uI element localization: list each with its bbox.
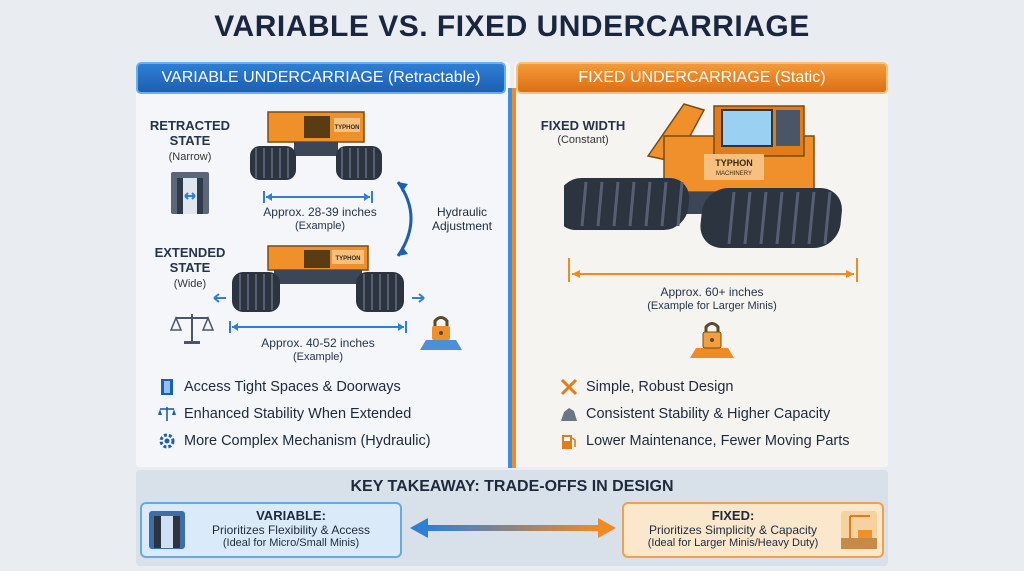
fixed-width-arrow xyxy=(568,258,858,282)
feature-item: Consistent Stability & Higher Capacity xyxy=(560,403,886,425)
fixed-takeaway-box: FIXED: Prioritizes Simplicity & Capacity… xyxy=(622,502,884,558)
hydraulic-label: Hydraulic Adjustment xyxy=(431,205,493,233)
gear-icon xyxy=(158,432,176,450)
doorway-icon xyxy=(149,511,185,549)
scale-icon xyxy=(158,405,176,423)
feature-item: Lower Maintenance, Fewer Moving Parts xyxy=(560,430,886,452)
extended-width-example: (Example) xyxy=(292,351,344,363)
rock-icon xyxy=(560,405,578,423)
balance-scale-icon xyxy=(170,314,214,344)
extended-excavator: TYPHON xyxy=(232,245,404,312)
fixed-takeaway-head: FIXED: xyxy=(711,508,755,523)
page-title: VARIABLE VS. FIXED UNDERCARRIAGE xyxy=(214,10,810,43)
door-icon xyxy=(158,378,176,396)
variable-features: Access Tight Spaces & Doorways Enhanced … xyxy=(158,376,498,452)
feature-text: Enhanced Stability When Extended xyxy=(184,406,412,422)
panel-divider-orange xyxy=(512,88,516,468)
variable-takeaway-line1: Prioritizes Flexibility & Access xyxy=(211,523,371,537)
narrow-door-icon xyxy=(171,172,209,214)
fixed-takeaway-line1: Prioritizes Simplicity & Capacity xyxy=(648,523,818,537)
extend-right-arrow xyxy=(412,293,425,303)
variable-takeaway-line2: (Ideal for Micro/Small Minis) xyxy=(222,537,360,549)
feature-item: Access Tight Spaces & Doorways xyxy=(158,376,498,398)
retracted-state-sub: (Narrow) xyxy=(168,151,212,163)
panel-divider-blue xyxy=(508,88,512,468)
extend-left-arrow xyxy=(213,293,226,303)
brand-text: TYPHON xyxy=(715,158,753,168)
retracted-width-example: (Example) xyxy=(294,220,346,232)
feature-item: More Complex Mechanism (Hydraulic) xyxy=(158,430,498,452)
fixed-excavator: TYPHON MACHINERY xyxy=(564,103,842,248)
fixed-width-label: FIXED WIDTH xyxy=(540,118,626,133)
feature-text: More Complex Mechanism (Hydraulic) xyxy=(184,433,431,449)
takeaway-title: KEY TAKEAWAY: TRADE-OFFS IN DESIGN xyxy=(350,478,674,495)
lock-icon xyxy=(690,322,734,358)
variable-takeaway-head: VARIABLE: xyxy=(256,508,326,523)
feature-text: Access Tight Spaces & Doorways xyxy=(184,379,401,395)
fixed-width-example: (Example for Larger Minis) xyxy=(647,300,777,312)
feature-text: Consistent Stability & Higher Capacity xyxy=(586,406,831,422)
retracted-excavator: TYPHON xyxy=(250,111,382,180)
feature-item: Simple, Robust Design xyxy=(560,376,886,398)
extended-width-value: Approx. 40-52 inches xyxy=(261,336,375,350)
fixed-width-value: Approx. 60+ inches xyxy=(660,285,764,299)
fuel-icon xyxy=(560,432,578,450)
brand-text: TYPHON xyxy=(335,256,360,262)
extended-width-arrow xyxy=(229,321,407,333)
retracted-width-value: Approx. 28-39 inches xyxy=(263,205,377,219)
retracted-state-label: RETRACTED STATE xyxy=(149,118,231,148)
lock-icon xyxy=(420,316,462,350)
hydraulic-adjust-arrow xyxy=(396,181,413,257)
brand-text: TYPHON xyxy=(334,125,359,131)
extended-state-label: EXTENDED STATE xyxy=(154,245,226,275)
variable-takeaway-box: VARIABLE: Prioritizes Flexibility & Acce… xyxy=(140,502,402,558)
variable-banner: VARIABLE UNDERCARRIAGE (Retractable) xyxy=(136,62,506,94)
extended-state-sub: (Wide) xyxy=(173,278,207,290)
feature-text: Lower Maintenance, Fewer Moving Parts xyxy=(586,433,850,449)
fixed-takeaway-line2: (Ideal for Larger Minis/Heavy Duty) xyxy=(647,537,819,549)
fixed-width-sub: (Constant) xyxy=(557,134,609,146)
fixed-banner: FIXED UNDERCARRIAGE (Static) xyxy=(516,62,888,94)
construction-site-icon xyxy=(841,511,877,549)
fixed-features: Simple, Robust Design Consistent Stabili… xyxy=(560,376,886,452)
brand-subtext: MACHINERY xyxy=(716,171,752,177)
fixed-panel xyxy=(514,62,888,467)
feature-item: Enhanced Stability When Extended xyxy=(158,403,498,425)
tradeoff-arrow xyxy=(410,518,616,538)
feature-text: Simple, Robust Design xyxy=(586,379,734,395)
tools-icon xyxy=(560,378,578,396)
retracted-width-arrow xyxy=(263,191,373,203)
